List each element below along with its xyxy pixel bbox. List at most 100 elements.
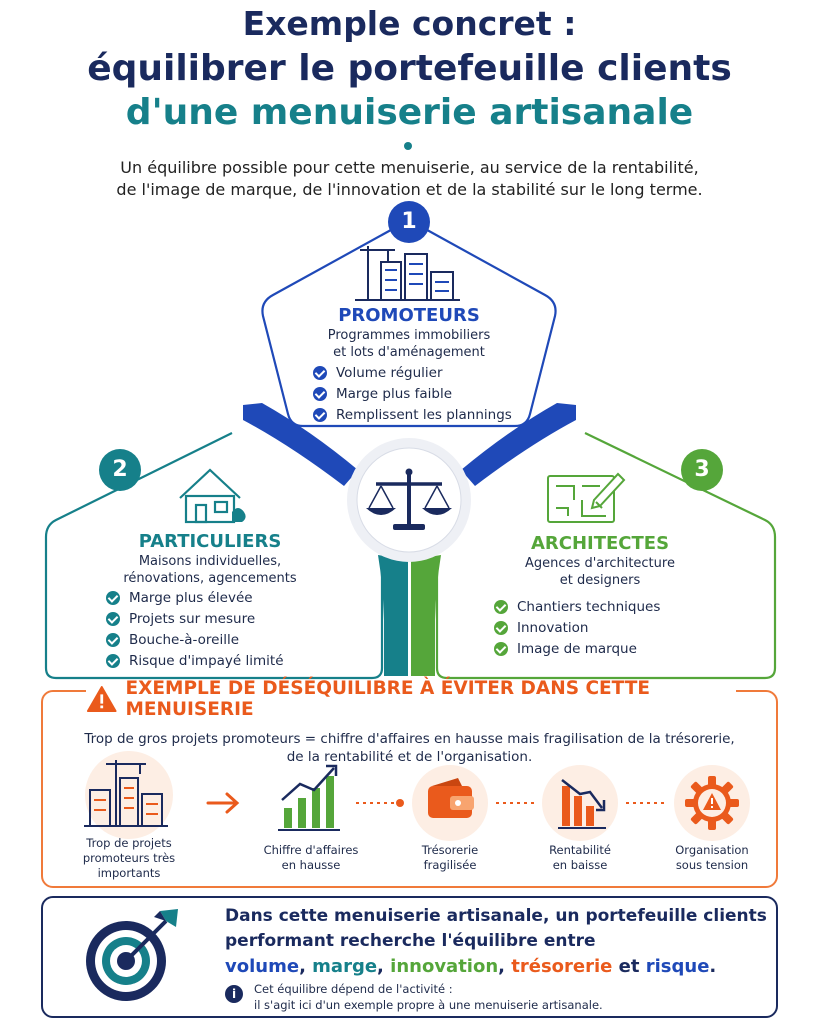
particuliers-subtitle-line-1: Maisons individuelles, <box>138 554 282 569</box>
check-icon <box>106 632 120 647</box>
badge-promoteurs: 1 <box>388 201 430 243</box>
imbalance-description-line-1: Trop de gros projets promoteurs = chiffr… <box>84 731 735 747</box>
title-dot <box>404 142 412 150</box>
point-text: Chantiers techniques <box>517 598 661 615</box>
flow-label-3: Trésorerie fragilisée <box>395 843 505 873</box>
info-icon: i <box>225 985 243 1003</box>
particuliers-points: Marge plus élevée Projets sur mesure Bou… <box>106 587 284 671</box>
falling-bars-icon <box>558 779 606 829</box>
check-icon <box>494 620 508 635</box>
arrow-right-icon <box>206 792 240 814</box>
check-icon <box>106 611 120 626</box>
flow-label-line: Trésorerie <box>421 843 479 857</box>
keyword-volume: volume <box>225 956 300 977</box>
flow-label-line: Organisation <box>675 843 749 857</box>
list-item: Volume régulier <box>313 362 512 383</box>
blue-arm-left <box>243 403 358 486</box>
architectes-title: ARCHITECTES <box>530 533 670 554</box>
promoteurs-frame <box>261 218 557 428</box>
point-text: Remplissent les plannings <box>336 406 512 423</box>
list-item: Chantiers techniques <box>494 596 660 617</box>
separator: et <box>612 956 646 977</box>
particuliers-frame <box>44 432 384 680</box>
end-period: . <box>709 956 717 977</box>
check-icon <box>494 599 508 614</box>
imbalance-header: EXEMPLE DE DÉSÉQUILIBRE À ÉVITER DANS CE… <box>86 678 736 720</box>
badge-particuliers: 2 <box>99 449 141 491</box>
check-icon <box>494 641 508 656</box>
balance-scale-icon <box>366 468 452 530</box>
list-item: Image de marque <box>494 638 660 659</box>
point-text: Volume régulier <box>336 364 443 381</box>
check-icon <box>313 407 327 422</box>
keyword-tresorerie: trésorerie <box>511 956 613 977</box>
imbalance-description-line-2: de la rentabilité et de l'organisation. <box>286 749 533 765</box>
wallet-icon <box>428 778 474 818</box>
promoteurs-points: Volume régulier Marge plus faible Rempli… <box>313 362 512 425</box>
point-text: Risque d'impayé limité <box>129 652 284 669</box>
check-icon <box>106 653 120 668</box>
note-line-1: Cet équilibre dépend de l'activité : <box>254 982 453 996</box>
check-icon <box>106 590 120 605</box>
target-arrow-icon <box>86 909 178 1001</box>
promoteurs-subtitle-line-2: et lots d'aménagement <box>333 345 485 360</box>
flow-label-line: Trop de projets <box>86 836 172 850</box>
list-item: Bouche-à-oreille <box>106 629 284 650</box>
badge-architectes: 3 <box>681 449 723 491</box>
subtitle-line-1: Un équilibre possible pour cette menuise… <box>120 158 699 177</box>
keyword-innovation: innovation <box>390 956 499 977</box>
buildings-crane-icon <box>84 760 168 827</box>
conclusion-line-2: performant recherche l'équilibre entre <box>225 931 596 951</box>
list-item: Innovation <box>494 617 660 638</box>
title-line-2: équilibrer le portefeuille clients <box>87 48 732 89</box>
flow-label-line: Chiffre d'affaires <box>263 843 359 857</box>
particuliers-title: PARTICULIERS <box>138 531 282 552</box>
buildings-crane-icon <box>355 246 460 301</box>
list-item: Remplissent les plannings <box>313 404 512 425</box>
list-item: Marge plus élevée <box>106 587 284 608</box>
list-item: Projets sur mesure <box>106 608 284 629</box>
segments-diagram <box>44 218 777 680</box>
teal-stem <box>378 555 408 676</box>
conclusion-line-3: volume, marge, innovation, trésorerie et… <box>225 956 716 977</box>
imbalance-flow <box>84 751 750 841</box>
keyword-risque: risque <box>645 956 710 977</box>
conclusion-box <box>41 896 778 1018</box>
flow-label-5: Organisation sous tension <box>657 843 767 873</box>
point-text: Marge plus élevée <box>129 589 253 606</box>
conclusion-line-1: Dans cette menuiserie artisanale, un por… <box>225 906 767 926</box>
flow-label-4: Rentabilité en baisse <box>525 843 635 873</box>
architectes-subtitle: Agences d'architecture et designers <box>480 555 720 589</box>
separator: , <box>377 956 391 977</box>
blueprint-pencil-icon <box>547 472 626 523</box>
flow-label-line: en baisse <box>552 858 608 872</box>
promoteurs-subtitle-line-1: Programmes immobiliers <box>327 328 491 343</box>
title-line-3: d'une menuiserie artisanale <box>125 92 694 133</box>
particuliers-subtitle-line-2: rénovations, agencements <box>123 571 297 586</box>
warning-icon <box>86 686 117 712</box>
gear-warning-icon <box>685 776 739 830</box>
imbalance-title: EXEMPLE DE DÉSÉQUILIBRE À ÉVITER DANS CE… <box>125 678 650 720</box>
architectes-points: Chantiers techniques Innovation Image de… <box>494 596 660 659</box>
flow-label-line: Rentabilité <box>549 843 611 857</box>
subtitle: Un équilibre possible pour cette menuise… <box>0 157 819 201</box>
architectes-subtitle-line-2: et designers <box>559 573 641 588</box>
list-item: Risque d'impayé limité <box>106 650 284 671</box>
flow-dot <box>396 799 404 807</box>
point-text: Marge plus faible <box>336 385 453 402</box>
imbalance-description: Trop de gros projets promoteurs = chiffr… <box>41 730 778 766</box>
promoteurs-subtitle: Programmes immobiliers et lots d'aménage… <box>280 327 538 361</box>
flow-label-line: importants <box>97 866 161 880</box>
flow-circle-1 <box>85 751 173 839</box>
flow-label-line: sous tension <box>675 858 749 872</box>
point-text: Projets sur mesure <box>129 610 256 627</box>
rising-bars-icon <box>278 764 340 831</box>
flow-label-2: Chiffre d'affaires en hausse <box>256 843 366 873</box>
subtitle-line-2: de l'image de marque, de l'innovation et… <box>116 180 703 199</box>
house-icon <box>179 468 246 524</box>
flow-label-line: en hausse <box>281 858 341 872</box>
flow-label-1: Trop de projets promoteurs très importan… <box>74 836 184 881</box>
note-line-2: il s'agit ici d'un exemple propre à une … <box>254 998 603 1012</box>
flow-label-line: fragilisée <box>423 858 477 872</box>
separator: , <box>299 956 313 977</box>
